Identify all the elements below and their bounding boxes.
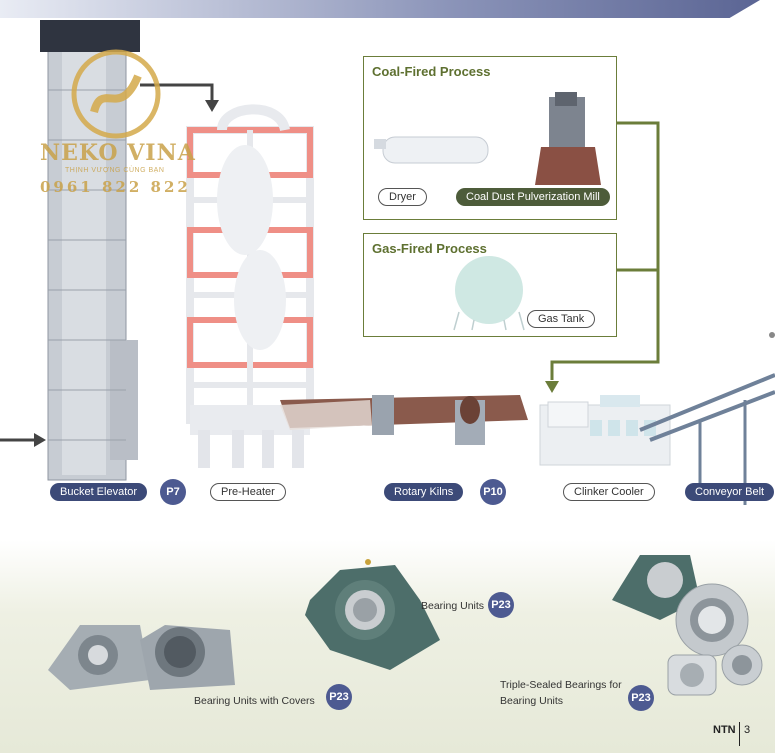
bucket-elevator-page-badge[interactable]: P7 [160,479,186,505]
coal-fired-process-box: Coal-Fired Process Dryer Coal Dust Pulve… [363,56,617,220]
bearing-unit-with-cover-icon [48,625,235,690]
footer-brand: NTN [713,724,736,736]
footer-divider [739,722,740,746]
bearing-units-covers-page-badge[interactable]: P23 [326,684,352,710]
conveyor-belt-label: Conveyor Belt [685,483,775,501]
watermark-logo-icon [71,49,161,139]
mill-label: Coal Dust Pulverization Mill [456,188,610,206]
dryer-label: Dryer [378,188,427,206]
triple-sealed-bearing-icon [612,555,763,696]
triple-sealed-label-line2: Bearing Units [500,695,564,707]
rotary-kilns-label: Rotary Kilns [384,483,464,501]
watermark-phone: 0961 822 822 [40,178,191,196]
clinker-cooler-label: Clinker Cooler [563,483,655,501]
gas-tank-label: Gas Tank [527,310,596,328]
triple-sealed-page-badge[interactable]: P23 [628,685,654,711]
bucket-elevator-label: Bucket Elevator [50,483,148,501]
bearings-illustration [48,555,763,696]
pre-heater-illustration [186,104,314,468]
bearing-units-page-badge[interactable]: P23 [488,592,514,618]
gas-tank-illustration [453,256,525,331]
watermark-slogan: THỊNH VƯỢNG CÙNG BẠN [65,167,165,174]
coal-process-illustration [374,92,601,185]
watermark-brand: NEKO VINA [40,140,196,166]
pre-heater-label: Pre-Heater [210,483,286,501]
coal-process-title: Coal-Fired Process [372,64,491,79]
rotary-kilns-page-badge[interactable]: P10 [480,479,506,505]
bearing-units-label: Bearing Units [421,600,485,612]
header-band [0,0,760,18]
bearing-units-covers-label: Bearing Units with Covers [194,695,315,707]
page-number: 3 [744,724,751,736]
gas-process-title: Gas-Fired Process [372,241,487,256]
triple-sealed-label-line1: Triple-Sealed Bearings for [500,679,622,691]
clinker-cooler-illustration [539,395,671,466]
gas-fired-process-box: Gas-Fired Process Gas Tank [363,233,617,337]
bearing-unit-icon [305,559,440,670]
rotary-kiln-illustration [280,395,528,445]
